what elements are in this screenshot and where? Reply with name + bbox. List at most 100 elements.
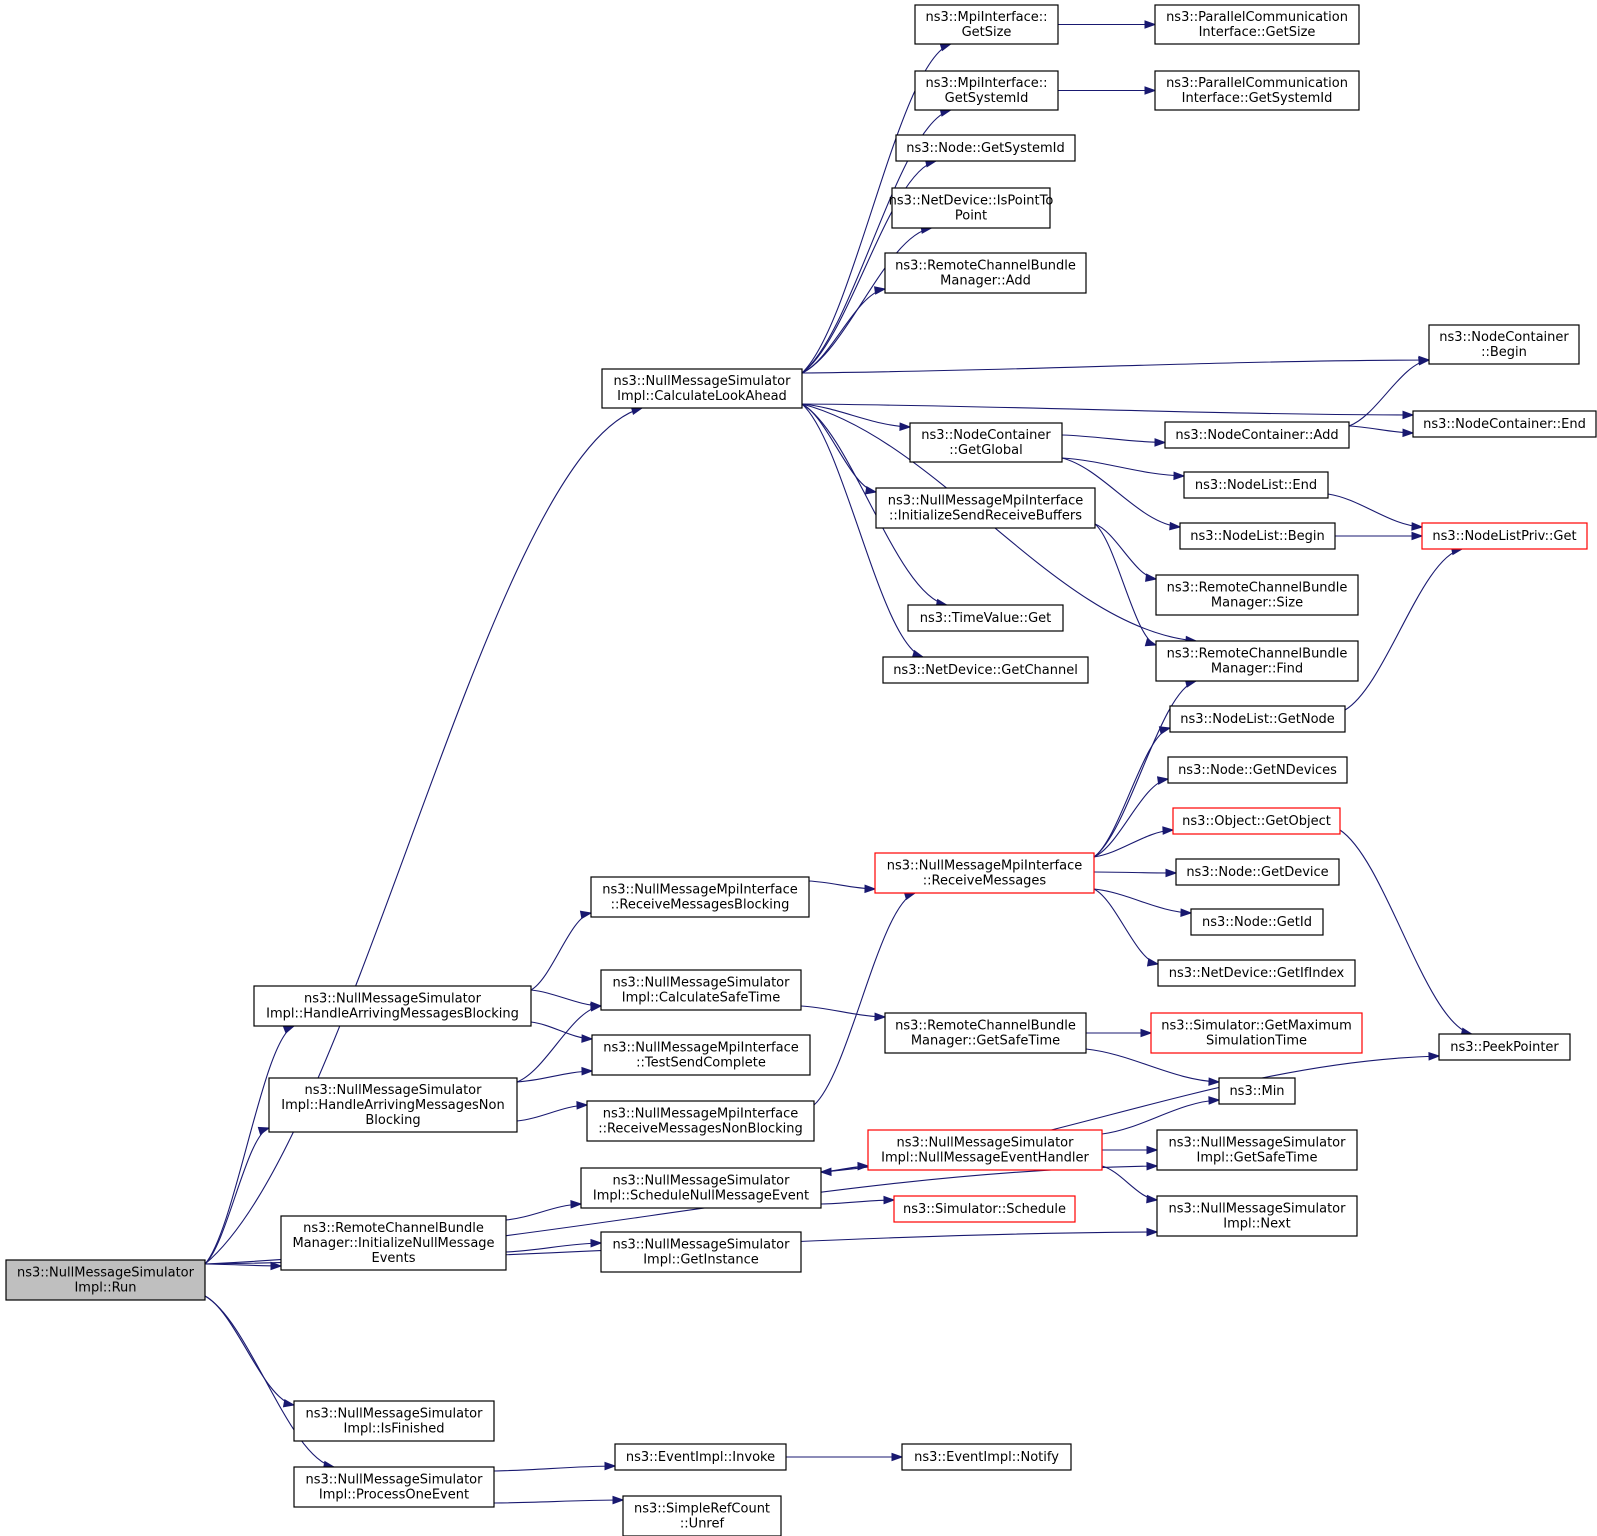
node-calc-look-ahead[interactable]: ns3::NullMessageSimulatorImpl::Calculate… — [601, 368, 803, 409]
node-nm-test-send[interactable]: ns3::NullMessageMpiInterface::TestSendCo… — [591, 1034, 811, 1076]
node-nm-receive-messages[interactable]: ns3::NullMessageMpiInterface::ReceiveMes… — [874, 852, 1095, 894]
arrowhead — [899, 422, 912, 431]
arrowhead — [1428, 1051, 1441, 1061]
call-edge — [493, 1465, 616, 1472]
node-handle-non-blocking[interactable]: ns3::NullMessageSimulatorImpl::HandleArr… — [268, 1077, 518, 1133]
node-nm-init-buffers[interactable]: ns3::NullMessageMpiInterface::Initialize… — [875, 487, 1096, 529]
node-box — [907, 604, 1064, 632]
arrowhead — [1146, 1194, 1159, 1204]
node-box — [1412, 410, 1597, 438]
node-get-instance[interactable]: ns3::NullMessageSimulatorImpl::GetInstan… — [600, 1231, 802, 1273]
call-edge — [204, 1127, 270, 1265]
node-label: ns3::NullMessageSimulator — [614, 374, 792, 389]
node-nd-get-channel[interactable]: ns3::NetDevice::GetChannel — [882, 656, 1089, 684]
node-label: ns3::NullMessageSimulator — [897, 1136, 1075, 1151]
node-sim-schedule[interactable]: ns3::Simulator::Schedule — [893, 1195, 1076, 1223]
node-label: Impl::HandleArrivingMessagesBlocking — [266, 1007, 519, 1022]
node-peek-pointer[interactable]: ns3::PeekPointer — [1438, 1033, 1571, 1061]
node-box — [586, 1100, 815, 1142]
arrowhead — [270, 1261, 283, 1271]
node-label: Impl::CalculateSafeTime — [622, 991, 780, 1006]
node-ref-unref[interactable]: ns3::SimpleRefCount::Unref — [622, 1495, 782, 1536]
node-calc-safe-time[interactable]: ns3::NullMessageSimulatorImpl::Calculate… — [600, 969, 802, 1011]
node-obj-get-object[interactable]: ns3::Object::GetObject — [1172, 807, 1341, 835]
node-nl-begin[interactable]: ns3::NodeList::Begin — [1179, 522, 1336, 550]
arrowhead — [590, 1003, 603, 1012]
arrowhead — [857, 1161, 870, 1171]
arrowhead — [590, 1238, 603, 1248]
node-rcb-init-null[interactable]: ns3::RemoteChannelBundleManager::Initial… — [280, 1215, 507, 1271]
arrowhead — [873, 286, 887, 295]
node-nc-begin[interactable]: ns3::NodeContainer::Begin — [1428, 324, 1580, 365]
node-nm-receive-blocking[interactable]: ns3::NullMessageMpiInterface::ReceiveMes… — [590, 876, 810, 918]
node-nlp-get[interactable]: ns3::NodeListPriv::Get — [1421, 522, 1588, 550]
node-node-get-id[interactable]: ns3::Node::GetId — [1190, 908, 1324, 936]
call-edge — [1093, 888, 1192, 914]
node-label: ns3::NullMessageMpiInterface — [603, 1041, 799, 1056]
call-edge — [1093, 888, 1159, 965]
node-label: ns3::NodeContainer::Add — [1175, 428, 1338, 443]
arrowhead — [1140, 1028, 1153, 1038]
node-box — [1155, 574, 1359, 616]
node-pc-get-system-id[interactable]: ns3::ParallelCommunicationInterface::Get… — [1154, 70, 1360, 111]
node-schedule-null[interactable]: ns3::NullMessageSimulatorImpl::ScheduleN… — [580, 1167, 822, 1209]
node-mpi-get-size[interactable]: ns3::MpiInterface::GetSize — [914, 4, 1059, 45]
node-tv-get[interactable]: ns3::TimeValue::Get — [907, 604, 1064, 632]
node-box — [580, 1167, 822, 1209]
node-label: ns3::Simulator::Schedule — [903, 1202, 1066, 1217]
node-label: ns3::EventImpl::Invoke — [626, 1450, 775, 1465]
arrowhead — [1180, 908, 1193, 917]
node-node-get-ndevices[interactable]: ns3::Node::GetNDevices — [1167, 756, 1348, 784]
node-label: ::ReceiveMessagesNonBlocking — [598, 1122, 803, 1137]
arrowhead — [1402, 410, 1415, 420]
arrowhead — [1146, 1227, 1159, 1237]
node-box — [1183, 471, 1329, 499]
node-pc-get-size[interactable]: ns3::ParallelCommunicationInterface::Get… — [1154, 4, 1360, 45]
node-box — [622, 1495, 782, 1536]
node-event-invoke[interactable]: ns3::EventImpl::Invoke — [614, 1443, 787, 1471]
arrowhead — [257, 1126, 271, 1136]
node-nc-add[interactable]: ns3::NodeContainer::Add — [1164, 421, 1350, 449]
node-event-notify[interactable]: ns3::EventImpl::Notify — [901, 1443, 1072, 1471]
arrowhead — [1165, 868, 1178, 878]
node-label: ns3::RemoteChannelBundle — [1167, 647, 1348, 662]
node-box — [591, 1034, 811, 1076]
node-node-get-system-id[interactable]: ns3::Node::GetSystemId — [895, 134, 1076, 162]
node-box — [293, 1466, 495, 1508]
node-nm-event-handler[interactable]: ns3::NullMessageSimulatorImpl::NullMessa… — [867, 1129, 1103, 1171]
node-min[interactable]: ns3::Min — [1218, 1077, 1296, 1105]
node-sim-get-safe-time[interactable]: ns3::NullMessageSimulatorImpl::GetSafeTi… — [1156, 1129, 1358, 1171]
node-node-get-device[interactable]: ns3::Node::GetDevice — [1175, 858, 1340, 886]
arrowhead — [864, 485, 878, 495]
arrowhead — [1154, 438, 1167, 447]
call-edge — [813, 892, 916, 1106]
node-label: ns3::RemoteChannelBundle — [303, 1221, 484, 1236]
node-nl-end[interactable]: ns3::NodeList::End — [1183, 471, 1329, 499]
call-edge — [801, 359, 1430, 374]
node-label: ns3::NullMessageSimulator — [1169, 1136, 1347, 1151]
call-edge — [1094, 523, 1157, 580]
call-edge — [204, 1295, 335, 1468]
node-nc-end[interactable]: ns3::NodeContainer::End — [1412, 410, 1597, 438]
node-nc-get-global[interactable]: ns3::NodeContainer::GetGlobal — [909, 422, 1063, 463]
node-is-finished[interactable]: ns3::NullMessageSimulatorImpl::IsFinishe… — [293, 1400, 495, 1442]
node-nm-receive-non-blocking[interactable]: ns3::NullMessageMpiInterface::ReceiveMes… — [586, 1100, 815, 1142]
call-edge — [801, 403, 924, 658]
node-process-one-event[interactable]: ns3::NullMessageSimulatorImpl::ProcessOn… — [293, 1466, 495, 1508]
node-label: ::ReceiveMessages — [923, 874, 1047, 889]
node-nl-get-node[interactable]: ns3::NodeList::GetNode — [1169, 705, 1346, 733]
node-mpi-get-system-id[interactable]: ns3::MpiInterface::GetSystemId — [914, 70, 1059, 111]
node-nd-get-if-index[interactable]: ns3::NetDevice::GetIfIndex — [1157, 959, 1356, 987]
node-box — [1169, 705, 1346, 733]
node-rcb-get-safe-time[interactable]: ns3::RemoteChannelBundleManager::GetSafe… — [884, 1012, 1087, 1054]
node-label: ns3::ParallelCommunication — [1166, 76, 1348, 91]
arrowhead — [1208, 1077, 1221, 1086]
node-handle-blocking[interactable]: ns3::NullMessageSimulatorImpl::HandleArr… — [253, 985, 532, 1027]
